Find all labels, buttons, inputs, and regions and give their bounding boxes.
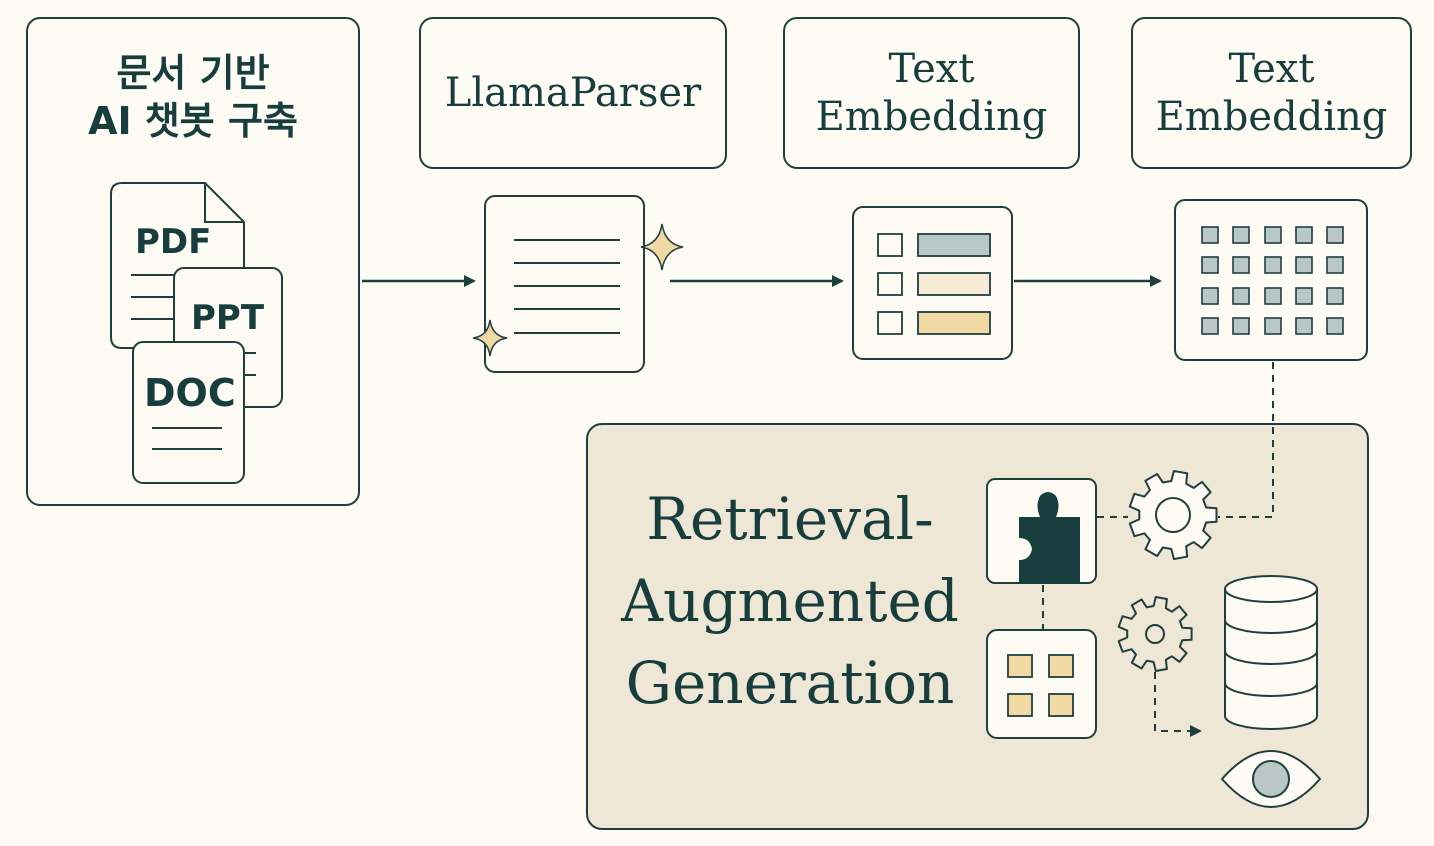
label-line1: Text [888, 46, 975, 92]
vector-cell [1264, 287, 1282, 305]
vector-cell [1326, 287, 1344, 305]
parsed-document-icon [484, 195, 645, 373]
panel-title-line1: 문서 기반 [116, 51, 270, 95]
gear-icon [1117, 596, 1193, 672]
vector-cell [1326, 226, 1344, 244]
puzzle-icon [986, 478, 1097, 584]
label-line2: Embedding [815, 94, 1048, 140]
doc-file-icon: DOC [132, 341, 245, 484]
grid-icon [986, 629, 1097, 739]
panel-title: 문서 기반 AI 챗봇 구축 [28, 49, 358, 145]
vector-cell [1232, 226, 1250, 244]
vector-cell [1295, 287, 1313, 305]
database-icon [1224, 575, 1318, 730]
doc-label: DOC [144, 371, 236, 415]
text-embedding-box-2: Text Embedding [1131, 17, 1412, 169]
dashed-connector [1154, 672, 1202, 737]
vector-cell [1232, 287, 1250, 305]
vector-cell [1232, 256, 1250, 274]
rag-title-line2: Augmented [621, 567, 959, 635]
llamaparser-label: LlamaParser [444, 70, 702, 116]
vector-cell [1201, 256, 1219, 274]
eye-icon [1220, 750, 1322, 808]
vector-cell [1232, 317, 1250, 335]
vector-cell [1295, 317, 1313, 335]
vector-cell [1201, 226, 1219, 244]
ppt-label: PPT [191, 298, 265, 338]
vector-cell [1295, 256, 1313, 274]
embedding-table-icon [852, 206, 1013, 360]
pdf-label: PDF [135, 222, 211, 262]
label-line2: Embedding [1155, 94, 1388, 140]
label-line1: Text [1228, 46, 1315, 92]
rag-title: Retrieval- Augmented Generation [600, 478, 980, 724]
vector-grid-icon [1174, 199, 1368, 361]
sparkle-icon [472, 319, 508, 357]
rag-title-line1: Retrieval- [646, 485, 934, 553]
rag-title-line3: Generation [625, 649, 955, 717]
vector-cell [1264, 226, 1282, 244]
text-embedding-label-1: Text Embedding [785, 45, 1078, 141]
text-embedding-box-1: Text Embedding [783, 17, 1080, 169]
vector-cell [1326, 317, 1344, 335]
vector-cell [1264, 317, 1282, 335]
dashed-connector [1218, 362, 1274, 518]
vector-cell [1201, 287, 1219, 305]
vector-cell [1295, 226, 1313, 244]
vector-cell [1201, 317, 1219, 335]
gear-icon [1128, 470, 1218, 560]
sparkle-icon [640, 223, 684, 271]
vector-cell [1326, 256, 1344, 274]
panel-title-line2: AI 챗봇 구축 [88, 99, 298, 143]
text-embedding-label-2: Text Embedding [1133, 45, 1410, 141]
llamaparser-box: LlamaParser [419, 17, 727, 169]
vector-cell [1264, 256, 1282, 274]
